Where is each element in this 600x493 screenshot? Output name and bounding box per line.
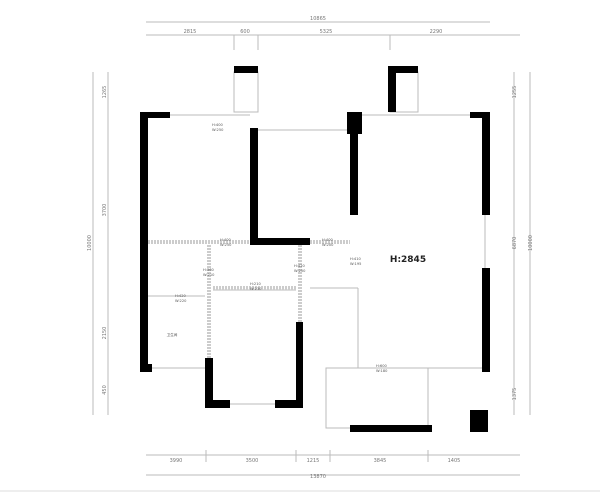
opening-w: W:250 <box>294 269 306 273</box>
left-dim-2: 3700 <box>102 204 108 217</box>
opening-h: H:420 <box>175 294 186 298</box>
left-total-dim: 10000 <box>87 235 93 251</box>
right-total-dim: 10000 <box>528 235 534 251</box>
solid-walls <box>140 66 490 432</box>
left-dim-3: 2150 <box>102 327 108 340</box>
top-dim-2: 600 <box>240 29 250 35</box>
right-dim-1: 1255 <box>512 86 518 99</box>
dimension-lines <box>92 21 531 476</box>
bottom-total-dim: 13870 <box>310 474 326 480</box>
opening-h: H:600 <box>376 364 387 368</box>
opening-w: W:250 <box>220 243 232 247</box>
top-dim-1: 2815 <box>184 29 197 35</box>
right-dim-3: 1375 <box>512 388 518 401</box>
bottom-dim-1: 3990 <box>170 458 183 464</box>
top-total-dim: 10865 <box>310 16 326 22</box>
room-label: 卫生间 <box>167 332 178 337</box>
opening-w: W:250 <box>212 128 224 132</box>
bottom-dim-3: 1215 <box>307 458 320 464</box>
opening-h: H:360 <box>203 268 214 272</box>
opening-w: W:195 <box>350 262 361 266</box>
opening-w: W:210 <box>203 273 215 277</box>
opening-w: W:220 <box>175 299 187 303</box>
opening-w: W:230 <box>250 287 262 291</box>
bottom-dim-5: 1405 <box>448 458 461 464</box>
opening-h: H:420 <box>294 264 305 268</box>
bottom-dim-2: 3500 <box>246 458 259 464</box>
top-dim-3: 5325 <box>320 29 333 35</box>
door-openings <box>148 240 350 358</box>
left-dim-1: 1265 <box>102 86 108 99</box>
main-room-height: H:2845 <box>390 255 426 265</box>
right-dim-2: 6870 <box>512 237 518 250</box>
opening-labels: H:400 W:250 H:400 W:250 H:400 W:200 H:36… <box>175 123 388 373</box>
opening-h: H:210 <box>250 282 261 286</box>
bottom-dim-4: 3845 <box>374 458 387 464</box>
left-dim-4: 450 <box>102 385 108 395</box>
opening-w: W:200 <box>322 243 334 247</box>
opening-h: H:400 <box>220 238 231 242</box>
opening-h: H:400 <box>212 123 223 127</box>
top-dim-4: 2290 <box>430 29 443 35</box>
opening-w: W:180 <box>376 369 388 373</box>
opening-h: H:410 <box>350 257 361 261</box>
opening-h: H:400 <box>322 238 333 242</box>
